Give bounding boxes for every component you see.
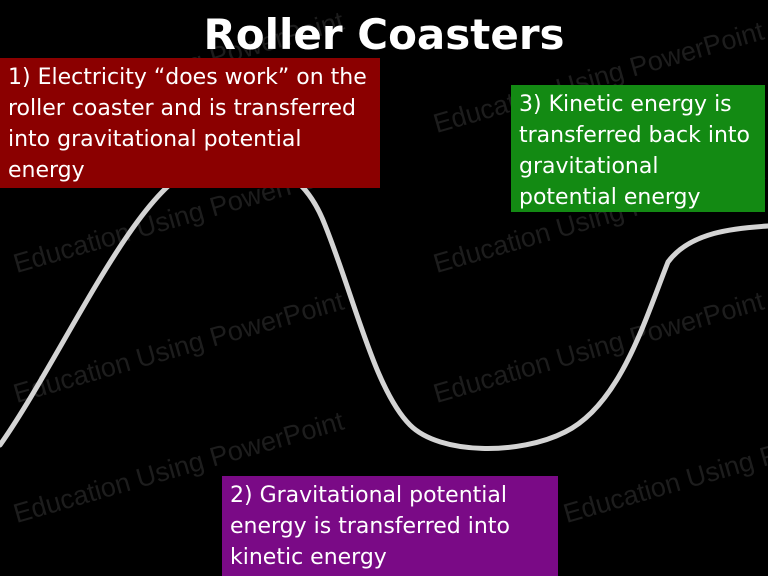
step-3-box: 3) Kinetic energy is transferred back in… [511,85,765,212]
step-1-box: 1) Electricity “does work” on the roller… [0,58,380,188]
step-2-box: 2) Gravitational potential energy is tra… [222,476,558,576]
track-curve [0,158,768,451]
page-title: Roller Coasters [203,10,565,59]
